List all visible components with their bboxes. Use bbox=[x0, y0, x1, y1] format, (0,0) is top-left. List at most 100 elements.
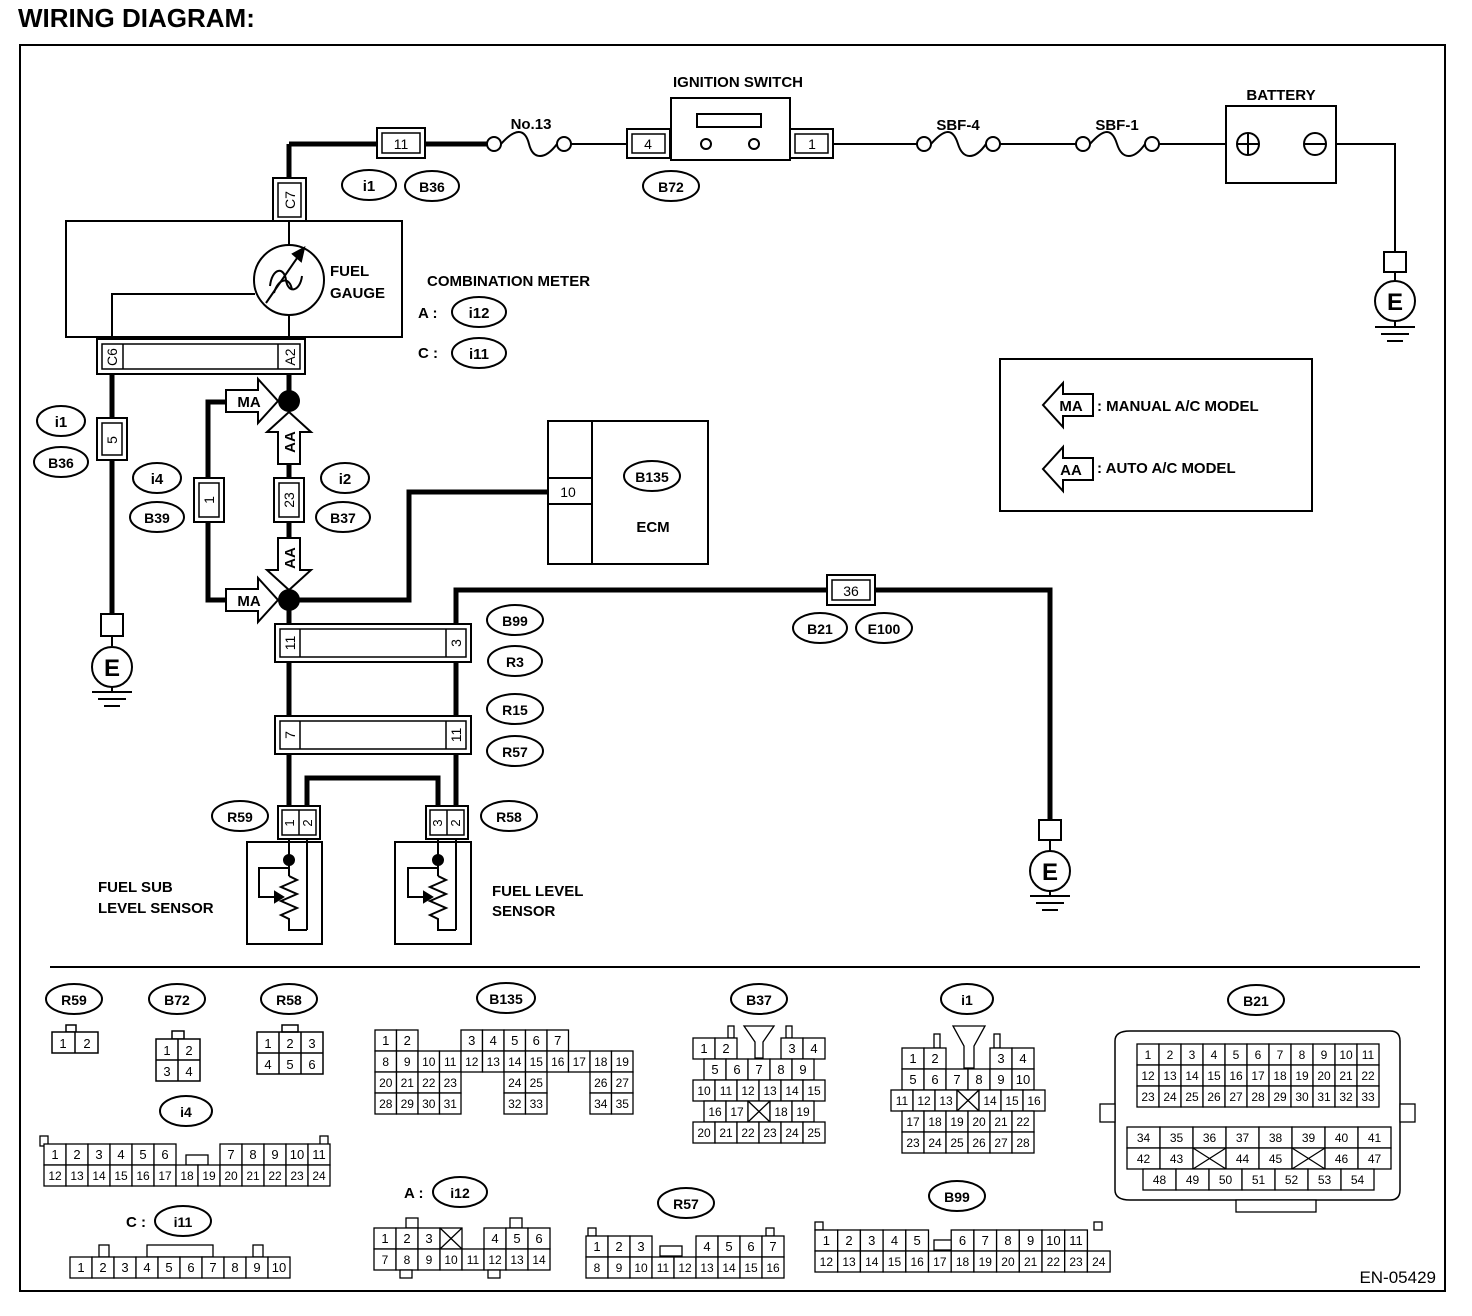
pin-number: 1 bbox=[823, 1233, 830, 1248]
pin-number: 8 bbox=[1299, 1048, 1306, 1062]
pin-number: 43 bbox=[1170, 1152, 1184, 1166]
legend-ma-arrow: MA bbox=[1041, 380, 1094, 430]
ref-oval bbox=[928, 1180, 986, 1212]
pin-number: 4 bbox=[143, 1260, 150, 1275]
pin-number: 23 bbox=[444, 1076, 458, 1090]
fuel-level-sensor-label-2: SENSOR bbox=[492, 903, 556, 920]
pin-number: 12 bbox=[488, 1253, 502, 1267]
pin-number: 12 bbox=[678, 1261, 692, 1275]
pin-number: 31 bbox=[1317, 1090, 1331, 1104]
ref-b37: B37 bbox=[330, 510, 356, 526]
pin-number: 21 bbox=[401, 1076, 415, 1090]
pin-number: 46 bbox=[1335, 1152, 1349, 1166]
pin-number: 14 bbox=[785, 1084, 799, 1098]
pin-number: 23 bbox=[763, 1126, 777, 1140]
pin-number: 35 bbox=[616, 1097, 630, 1111]
pin-number: 23 bbox=[1069, 1255, 1083, 1269]
ma-arrow-bottom: MA bbox=[225, 575, 280, 625]
ref-i2: i2 bbox=[339, 471, 352, 488]
pin-number: 16 bbox=[910, 1255, 924, 1269]
ref-i11: i11 bbox=[469, 346, 489, 363]
pin-number: 2 bbox=[99, 1260, 106, 1275]
pin-cell bbox=[1356, 1085, 1380, 1108]
connector-bar-b99: 11 3 bbox=[274, 623, 472, 663]
view-b99-label: B99 bbox=[944, 1189, 970, 1205]
pin-number: 7 bbox=[554, 1033, 561, 1048]
pin-number: 22 bbox=[1016, 1115, 1030, 1129]
pin-number: 5 bbox=[511, 1033, 518, 1048]
pin-number: 20 bbox=[1317, 1069, 1331, 1083]
pin-number: 3 bbox=[95, 1147, 102, 1162]
ref-oval bbox=[154, 1205, 212, 1237]
ref-oval bbox=[45, 983, 103, 1015]
pin: 5 bbox=[286, 1057, 293, 1072]
pin-number: 30 bbox=[422, 1097, 436, 1111]
pin-number: 21 bbox=[1024, 1255, 1038, 1269]
pin-number: 10 bbox=[290, 1147, 304, 1162]
ignition-switch bbox=[670, 97, 791, 161]
pin-number: 44 bbox=[1236, 1152, 1250, 1166]
pin-number: 40 bbox=[1335, 1131, 1349, 1145]
pin-number: 42 bbox=[1137, 1152, 1151, 1166]
pin-number: 2 bbox=[1167, 1048, 1174, 1062]
pin-number: 11 bbox=[312, 1147, 326, 1162]
pin-number: 5 bbox=[725, 1239, 732, 1254]
ma-arrow-top: MA bbox=[225, 376, 280, 426]
pin-cell bbox=[802, 1121, 826, 1144]
ecm-label: ECM bbox=[636, 519, 669, 536]
pin-number: 7 bbox=[982, 1233, 989, 1248]
pin-number: 31 bbox=[444, 1097, 458, 1111]
pin-number: 13 bbox=[763, 1084, 777, 1098]
connector-c7: C7 bbox=[272, 177, 307, 223]
pin-number: 30 bbox=[1295, 1090, 1309, 1104]
pin-number: 25 bbox=[1185, 1090, 1199, 1104]
pin-number: 7 bbox=[1277, 1048, 1284, 1062]
pin-number: 2 bbox=[845, 1233, 852, 1248]
pin-number: 23 bbox=[1141, 1090, 1155, 1104]
pin-number: 36 bbox=[1203, 1131, 1217, 1145]
pin-number: 8 bbox=[249, 1147, 256, 1162]
pin-number: 28 bbox=[379, 1097, 393, 1111]
pin-number: 10 bbox=[272, 1260, 286, 1275]
view-r59-label: R59 bbox=[61, 992, 87, 1008]
pin-number: 18 bbox=[180, 1169, 194, 1183]
pin-number: 11 bbox=[657, 1261, 670, 1275]
pin-number: 47 bbox=[1368, 1152, 1382, 1166]
pin-number: 8 bbox=[231, 1260, 238, 1275]
fuel-level-sensor bbox=[394, 839, 472, 945]
pin-label: 4 bbox=[644, 136, 652, 152]
ref-oval bbox=[642, 170, 700, 202]
legend-ma-tag: MA bbox=[1059, 398, 1082, 415]
connector-bar-r15: 7 11 bbox=[274, 715, 472, 755]
pin-label: 5 bbox=[104, 436, 120, 444]
blocked-cavity bbox=[747, 1100, 771, 1123]
ma-arrow-label: MA bbox=[237, 394, 260, 411]
pin-number: 10 bbox=[444, 1253, 458, 1267]
pin-number: 3 bbox=[1189, 1048, 1196, 1062]
pin-number: 22 bbox=[1047, 1255, 1061, 1269]
pin-label: 11 bbox=[282, 636, 298, 651]
pin-cell bbox=[1011, 1131, 1035, 1154]
pin-label: 11 bbox=[448, 728, 464, 743]
pin-number: 12 bbox=[741, 1084, 755, 1098]
battery bbox=[1225, 105, 1337, 184]
pin-number: 3 bbox=[868, 1233, 875, 1248]
ref-b72: B72 bbox=[658, 179, 684, 195]
pin-label: 1 bbox=[282, 819, 297, 826]
pin-number: 17 bbox=[906, 1115, 920, 1129]
pin-cell bbox=[761, 1256, 785, 1279]
legend-aa-text: : AUTO A/C MODEL bbox=[1097, 460, 1236, 477]
pin-number: 2 bbox=[403, 1231, 410, 1246]
pin-number: 26 bbox=[972, 1136, 986, 1150]
pin-number: 13 bbox=[487, 1055, 501, 1069]
pin-number: 2 bbox=[404, 1033, 411, 1048]
pin-label: 11 bbox=[394, 136, 409, 152]
pin-number: 21 bbox=[246, 1169, 260, 1183]
pin-number: 16 bbox=[551, 1055, 565, 1069]
pin-number: 45 bbox=[1269, 1152, 1283, 1166]
ref-oval bbox=[320, 462, 370, 494]
ref-oval bbox=[486, 604, 544, 636]
ref-oval bbox=[486, 693, 544, 725]
pin-number: 15 bbox=[530, 1055, 544, 1069]
